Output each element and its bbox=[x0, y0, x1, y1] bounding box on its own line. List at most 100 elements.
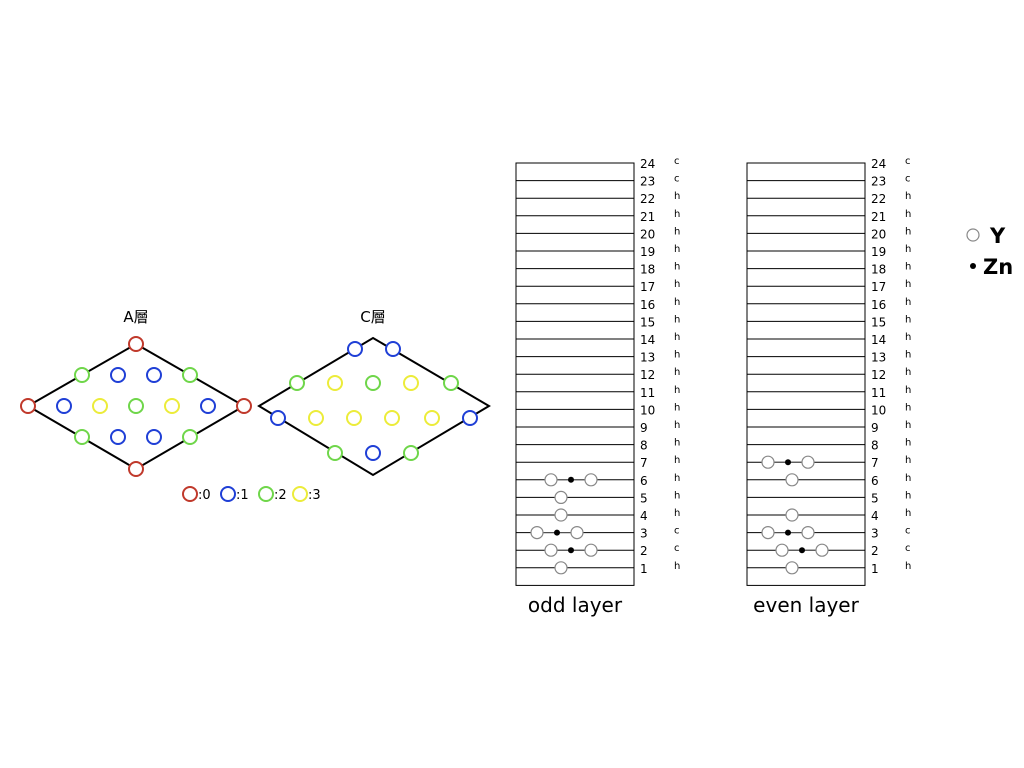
odd-layer-number: 4 bbox=[640, 509, 648, 523]
odd-zn-atom bbox=[554, 529, 560, 536]
c-layer-title: C層 bbox=[360, 308, 385, 326]
even-y-atom bbox=[801, 455, 815, 469]
even-stacking-label: c bbox=[905, 526, 911, 537]
odd-layer-caption: odd layer bbox=[528, 593, 623, 617]
legend-y-label: Y bbox=[989, 224, 1006, 248]
odd-stacking-label: h bbox=[674, 490, 680, 501]
even-layer-number: 11 bbox=[871, 386, 886, 400]
even-stacking-label: c bbox=[905, 174, 911, 185]
odd-layer-number: 10 bbox=[640, 403, 655, 417]
height-key-label: :0 bbox=[198, 488, 211, 503]
even-layer-number: 2 bbox=[871, 544, 879, 558]
odd-stacking-label: c bbox=[674, 174, 680, 185]
even-stacking-label: c bbox=[905, 156, 911, 167]
a-layer-atom-height-2 bbox=[74, 429, 90, 445]
odd-y-atom bbox=[554, 561, 568, 575]
atom-legend: Y Zn bbox=[966, 224, 1013, 279]
a-layer-atom-height-1 bbox=[146, 429, 162, 445]
even-stacking-label: h bbox=[905, 244, 911, 255]
odd-y-atom bbox=[544, 473, 558, 487]
even-y-atom bbox=[761, 455, 775, 469]
even-layer-number: 16 bbox=[871, 298, 886, 312]
height-key-swatch bbox=[182, 486, 198, 502]
even-stacking-label: h bbox=[905, 508, 911, 519]
a-layer-atom-height-1 bbox=[146, 367, 162, 383]
even-y-atom bbox=[785, 508, 799, 522]
a-layer-atom-height-0 bbox=[236, 398, 252, 414]
even-y-atom bbox=[815, 543, 829, 557]
height-key-swatch bbox=[258, 486, 274, 502]
even-y-atom bbox=[775, 543, 789, 557]
even-stacking-label: h bbox=[905, 191, 911, 202]
odd-stacking-label: h bbox=[674, 385, 680, 396]
c-layer-atom-height-2 bbox=[327, 445, 343, 461]
zn-atom-icon bbox=[970, 263, 976, 269]
even-stacking-label: h bbox=[905, 262, 911, 273]
odd-zn-atom bbox=[568, 547, 574, 554]
odd-y-atom bbox=[544, 543, 558, 557]
c-layer-atom-height-2 bbox=[403, 445, 419, 461]
a-layer-atom-height-1 bbox=[56, 398, 72, 414]
even-stacking-label: h bbox=[905, 438, 911, 449]
odd-layer-number: 12 bbox=[640, 368, 655, 382]
odd-stacking-label: h bbox=[674, 350, 680, 361]
odd-y-atom bbox=[530, 525, 544, 540]
even-layer-number: 9 bbox=[871, 421, 879, 435]
odd-zn-atom bbox=[568, 476, 574, 483]
even-stacking-label: h bbox=[905, 561, 911, 572]
even-stacking-label: h bbox=[905, 420, 911, 431]
even-layer-number: 13 bbox=[871, 351, 886, 365]
height-key-swatch bbox=[220, 486, 236, 502]
a-layer-atom-height-1 bbox=[200, 398, 216, 414]
height-key: :0:1:2:3 bbox=[182, 486, 321, 503]
c-layer-atom-height-2 bbox=[443, 375, 459, 391]
c-layer-atom-height-3 bbox=[346, 410, 362, 426]
odd-layer-number: 20 bbox=[640, 227, 655, 241]
odd-stacking-label: h bbox=[674, 332, 680, 343]
a-layer-title: A層 bbox=[123, 308, 148, 326]
even-y-atom bbox=[785, 561, 799, 575]
even-layer-number: 23 bbox=[871, 175, 886, 189]
c-layer-atom-height-1 bbox=[462, 410, 478, 426]
even-stacking-label: c bbox=[905, 543, 911, 554]
odd-layer-number: 14 bbox=[640, 333, 655, 347]
even-layer-number: 18 bbox=[871, 263, 886, 277]
even-stacking-label: h bbox=[905, 490, 911, 501]
odd-layer-number: 9 bbox=[640, 421, 648, 435]
even-layer-number: 10 bbox=[871, 403, 886, 417]
a-layer-atom-height-2 bbox=[182, 367, 198, 383]
odd-stacking-label: h bbox=[674, 455, 680, 466]
even-layer-number: 7 bbox=[871, 456, 879, 470]
odd-stacking-label: h bbox=[674, 244, 680, 255]
c-layer-atoms bbox=[270, 341, 478, 461]
a-layer-atom-height-0 bbox=[128, 336, 144, 352]
even-stacking-label: h bbox=[905, 297, 911, 308]
even-layer-number: 24 bbox=[871, 157, 886, 171]
even-stacking-label: h bbox=[905, 332, 911, 343]
a-layer-atoms bbox=[20, 336, 252, 477]
odd-stacking-label: h bbox=[674, 209, 680, 220]
even-layer-number: 6 bbox=[871, 474, 879, 488]
even-stacking-label: h bbox=[905, 350, 911, 361]
a-layer-atom-height-0 bbox=[20, 398, 36, 414]
even-stacking-label: h bbox=[905, 473, 911, 484]
odd-layer-number: 18 bbox=[640, 263, 655, 277]
odd-stacking-label: h bbox=[674, 473, 680, 484]
even-stacking-label: h bbox=[905, 367, 911, 378]
odd-stacking-label: c bbox=[674, 543, 680, 554]
a-layer-atom-height-0 bbox=[128, 461, 144, 477]
a-layer-atom-height-2 bbox=[182, 429, 198, 445]
height-key-label: :3 bbox=[308, 488, 321, 503]
even-zn-atom bbox=[799, 547, 805, 554]
odd-stacking-label: c bbox=[674, 156, 680, 167]
odd-stacking-label: h bbox=[674, 262, 680, 273]
odd-stacking-label: h bbox=[674, 297, 680, 308]
odd-stacking-label: h bbox=[674, 402, 680, 413]
legend-zn-label: Zn bbox=[983, 255, 1013, 279]
odd-y-atom bbox=[554, 508, 568, 522]
odd-stacking-label: c bbox=[674, 526, 680, 537]
odd-stacking-label: h bbox=[674, 420, 680, 431]
odd-stacking-label: h bbox=[674, 191, 680, 202]
odd-layer-number: 5 bbox=[640, 491, 648, 505]
